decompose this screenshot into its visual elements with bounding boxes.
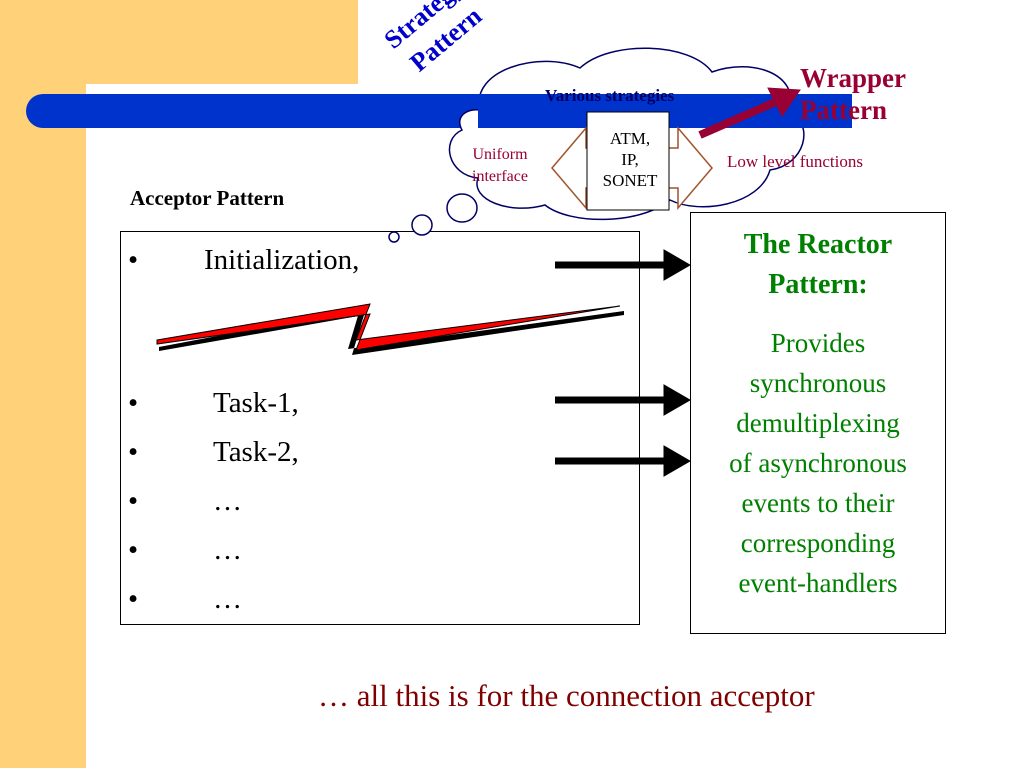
wrapper-arrow-icon bbox=[698, 87, 801, 139]
atm-ip-sonet-label: ATM, IP, SONET bbox=[590, 128, 670, 191]
reactor-desc-line: Provides bbox=[770, 328, 866, 358]
reactor-title-line: The Reactor bbox=[743, 229, 893, 260]
wrapper-line: Pattern bbox=[800, 95, 887, 125]
bullet-dot: • bbox=[128, 583, 139, 615]
task-label: … bbox=[213, 534, 242, 566]
task-label: Task-2, bbox=[213, 436, 299, 468]
task-label: … bbox=[213, 485, 242, 517]
task-arrows bbox=[555, 249, 692, 477]
wrapper-line: Wrapper bbox=[800, 63, 906, 93]
gold-left-band bbox=[0, 0, 86, 768]
gold-top-band bbox=[0, 0, 358, 84]
reactor-desc-line: event-handlers bbox=[738, 568, 898, 598]
bullet-dot: • bbox=[128, 436, 139, 468]
footer-caption: … all this is for the connection accepto… bbox=[318, 678, 815, 713]
atm-line: SONET bbox=[602, 171, 658, 190]
task-label: Task-1, bbox=[213, 387, 299, 419]
acceptor-pattern-title: Acceptor Pattern bbox=[130, 186, 285, 210]
various-strategies-label: Various strategies bbox=[545, 86, 675, 105]
acceptor-task-box bbox=[120, 231, 640, 625]
arrow-initialization-icon bbox=[555, 249, 692, 281]
thought-bubble-small bbox=[388, 231, 400, 243]
arrow-task1-icon bbox=[555, 384, 692, 416]
atm-line: ATM, bbox=[609, 129, 651, 148]
reactor-title-line: Pattern: bbox=[768, 269, 868, 300]
bullet-dot: • bbox=[128, 387, 139, 419]
thought-bubble-large bbox=[446, 193, 478, 223]
uniform-interface-label: Uniform interface bbox=[455, 144, 545, 188]
reactor-pattern-box: The Reactor Pattern: Provides synchronou… bbox=[690, 212, 946, 634]
uniform-line: interface bbox=[472, 168, 528, 185]
reactor-desc-line: demultiplexing bbox=[736, 408, 900, 438]
task-label: Initialization, bbox=[204, 244, 360, 276]
reactor-title: The Reactor Pattern: bbox=[691, 225, 945, 305]
thought-bubble-medium bbox=[411, 214, 433, 236]
bullet-dot: • bbox=[128, 534, 139, 566]
uniform-line: Uniform bbox=[472, 146, 528, 163]
reactor-desc-line: events to their bbox=[741, 488, 895, 518]
wrapper-pattern-label: Wrapper Pattern bbox=[800, 62, 950, 126]
arrow-task2-icon bbox=[555, 445, 692, 477]
atm-box bbox=[586, 111, 670, 211]
reactor-desc-line: of asynchronous bbox=[729, 448, 907, 478]
reactor-desc-line: synchronous bbox=[749, 368, 887, 398]
low-level-functions-label: Low level functions bbox=[727, 152, 863, 171]
reactor-desc-line: corresponding bbox=[740, 528, 896, 558]
task-label: … bbox=[213, 583, 242, 615]
bullet-dot: • bbox=[128, 485, 139, 517]
atm-line: IP, bbox=[621, 150, 639, 169]
bullet-dot: • bbox=[128, 244, 139, 276]
reactor-description: Provides synchronous demultiplexing of a… bbox=[691, 323, 945, 603]
lightning-bolt-icon bbox=[156, 303, 624, 355]
